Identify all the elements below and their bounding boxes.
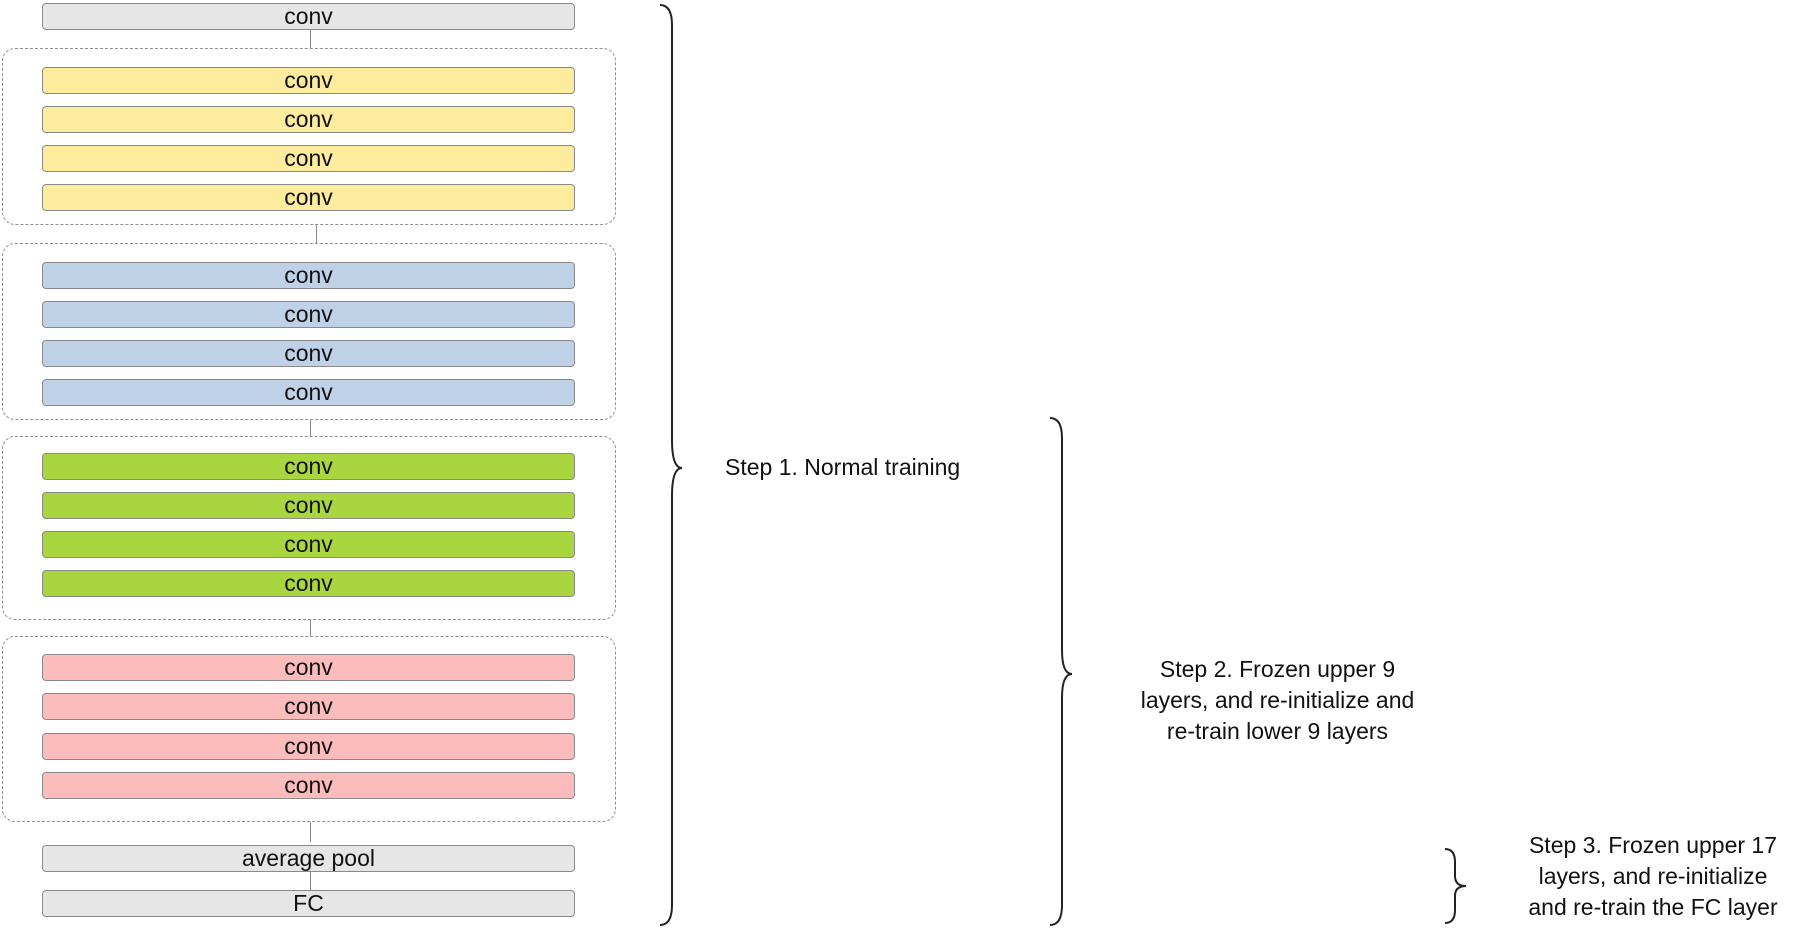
step1-brace	[659, 4, 683, 926]
layer-group-2	[2, 243, 616, 420]
conv-layer: conv	[42, 145, 575, 172]
conv-layer: conv	[42, 379, 575, 406]
conv-layer: conv	[42, 67, 575, 94]
step2-line-2: layers, and re-initialize and	[1140, 687, 1415, 713]
connector-line	[310, 620, 311, 636]
step1-line-1: Step 1. Normal training	[725, 454, 961, 480]
step3-line-1: Step 3. Frozen upper 17	[1528, 832, 1778, 858]
layer-group-4	[2, 636, 616, 822]
average-pool-layer: average pool	[42, 845, 575, 872]
conv-layer: conv	[42, 531, 575, 558]
connector-line	[316, 225, 317, 243]
connector-line	[310, 822, 311, 842]
conv-layer: conv	[42, 301, 575, 328]
conv-layer: conv	[42, 772, 575, 799]
connector-line	[310, 30, 311, 48]
layer-group-1	[2, 48, 616, 225]
conv-layer: conv	[42, 733, 575, 760]
step2-line-3: re-train lower 9 layers	[1166, 718, 1389, 744]
connector-line	[310, 420, 311, 436]
conv-layer: conv	[42, 693, 575, 720]
step2-brace	[1049, 417, 1073, 926]
conv-layer: conv	[42, 340, 575, 367]
step3-label: Step 3. Frozen upper 17 layers, and re-i…	[1505, 830, 1801, 923]
connector-line	[310, 872, 311, 890]
conv-layer: conv	[42, 184, 575, 211]
conv-layer: conv	[42, 492, 575, 519]
step3-line-3: and re-train the FC layer	[1528, 894, 1778, 920]
conv-layer: conv	[42, 570, 575, 597]
conv-layer: conv	[42, 262, 575, 289]
step2-label: Step 2. Frozen upper 9 layers, and re-in…	[1105, 654, 1450, 747]
first-conv-layer: conv	[42, 3, 575, 30]
step2-line-1: Step 2. Frozen upper 9	[1159, 656, 1396, 682]
conv-layer: conv	[42, 654, 575, 681]
fc-layer: FC	[42, 890, 575, 917]
conv-layer: conv	[42, 106, 575, 133]
layer-group-3	[2, 436, 616, 620]
conv-layer: conv	[42, 453, 575, 480]
step3-line-2: layers, and re-initialize	[1538, 863, 1768, 889]
step3-brace	[1444, 848, 1467, 924]
step1-label: Step 1. Normal training	[725, 452, 960, 483]
